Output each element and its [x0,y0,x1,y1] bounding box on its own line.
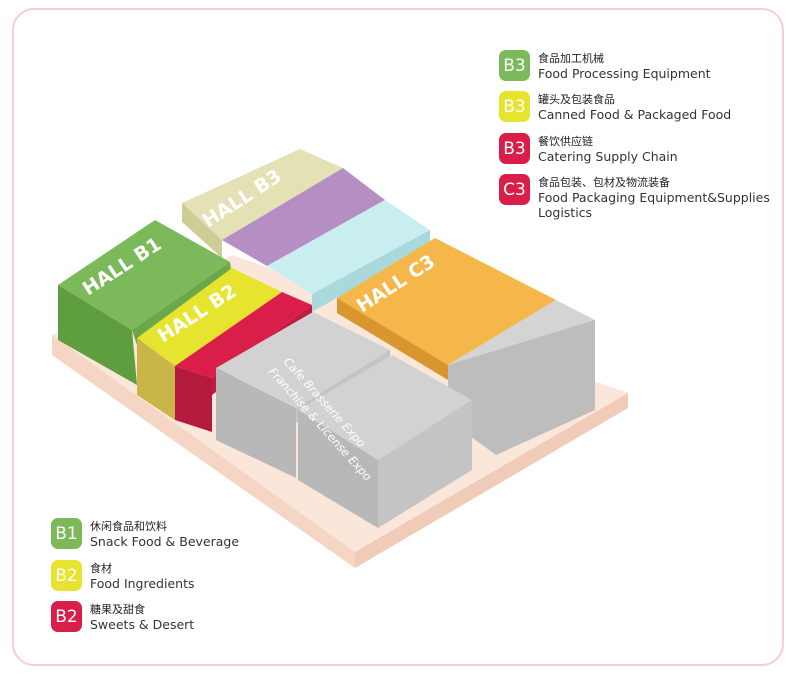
legend-bottom-item-3: B2 糖果及甜食 Sweets & Desert [51,601,194,632]
legend-badge: B3 [499,91,530,122]
legend-en-text: Canned Food & Packaged Food [538,107,732,122]
map-frame [12,8,784,666]
legend-en-text: Food Packaging Equipment&Supplies [538,190,770,205]
hall-c3-block[interactable] [337,238,595,455]
legend-en-text: Snack Food & Beverage [90,534,240,549]
legend-cn-text: 罐头及包装食品 [538,93,615,106]
legend-badge: B3 [499,50,530,81]
legend-badge: C3 [499,174,530,205]
legend-en-text: Food Ingredients [90,576,195,591]
legend-top-item-3: B3 餐饮供应链 Catering Supply Chain [499,133,678,164]
legend-en-text: Food Processing Equipment [538,66,711,81]
legend-badge: B3 [499,133,530,164]
legend-cn-text: 食品包装、包材及物流装备 [538,176,670,189]
legend-bottom-item-1: B1 休闲食品和饮料 Snack Food & Beverage [51,518,239,549]
legend-top-item-2: B3 罐头及包装食品 Canned Food & Packaged Food [499,91,731,122]
legend-badge: B2 [51,601,82,632]
legend-badge: B2 [51,560,82,591]
legend-cn-text: 食品加工机械 [538,52,604,65]
legend-badge: B1 [51,518,82,549]
legend-en-text: Catering Supply Chain [538,149,678,164]
legend-cn-text: 休闲食品和饮料 [90,520,167,533]
legend-cn-text: 食材 [90,562,112,575]
franchise-expo-block[interactable] [298,355,472,528]
hall-b3-block[interactable] [182,149,430,312]
legend-en-text-line2: Logistics [538,205,593,220]
legend-en-text: Sweets & Desert [90,617,195,632]
legend-bottom-item-2: B2 食材 Food Ingredients [51,560,194,591]
legend-cn-text: 餐饮供应链 [538,135,593,148]
legend-top-item-1: B3 食品加工机械 Food Processing Equipment [499,50,711,81]
legend-top-item-4: C3 食品包装、包材及物流装备 Food Packaging Equipment… [499,174,770,220]
legend-cn-text: 糖果及甜食 [90,603,145,616]
